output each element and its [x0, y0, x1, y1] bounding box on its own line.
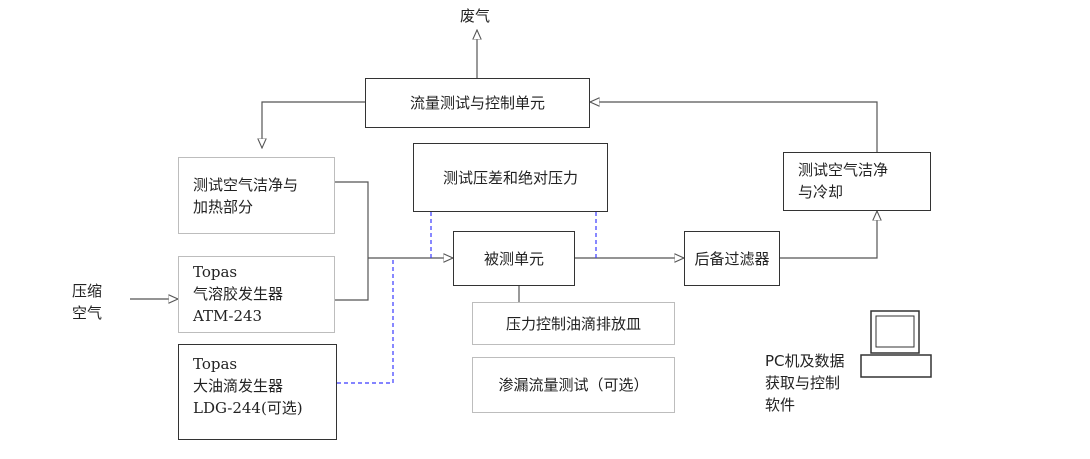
compressed-air-label: 压缩 空气: [72, 282, 103, 322]
pressure-test-box: 测试压差和绝对压力: [413, 143, 608, 212]
leak-flow-test-box: 渗漏流量测试（可选）: [472, 357, 675, 413]
backup-filter-box: 后备过滤器: [684, 231, 780, 286]
clean-heat-box: 测试空气洁净与 加热部分: [178, 157, 335, 234]
oil-drain-tray-box: 压力控制油滴排放皿: [472, 302, 675, 345]
clean-heat-to-merge-connector: [335, 181, 369, 258]
flow-to-clean-heat-connector: [262, 101, 365, 148]
droplet-dashed-connector: [337, 258, 394, 384]
aerosol-to-merge-connector: [335, 258, 369, 301]
droplet-generator-box: Topas 大油滴发生器 LDG-244(可选): [178, 344, 337, 440]
unit-under-test-box: 被测单元: [453, 231, 575, 286]
filter-to-clean-cool-connector: [780, 211, 877, 259]
exhaust-label: 废气: [460, 7, 491, 25]
clean-cool-to-flow-connector: [590, 102, 878, 152]
clean-cool-box: 测试空气洁净 与冷却: [783, 152, 931, 211]
pc-software-label: PC机及数据 获取与控制 软件: [765, 352, 845, 414]
flow-control-unit-box: 流量测试与控制单元: [365, 78, 590, 128]
aerosol-generator-box: Topas 气溶胶发生器 ATM-243: [178, 256, 335, 333]
computer-icon: [860, 310, 932, 378]
